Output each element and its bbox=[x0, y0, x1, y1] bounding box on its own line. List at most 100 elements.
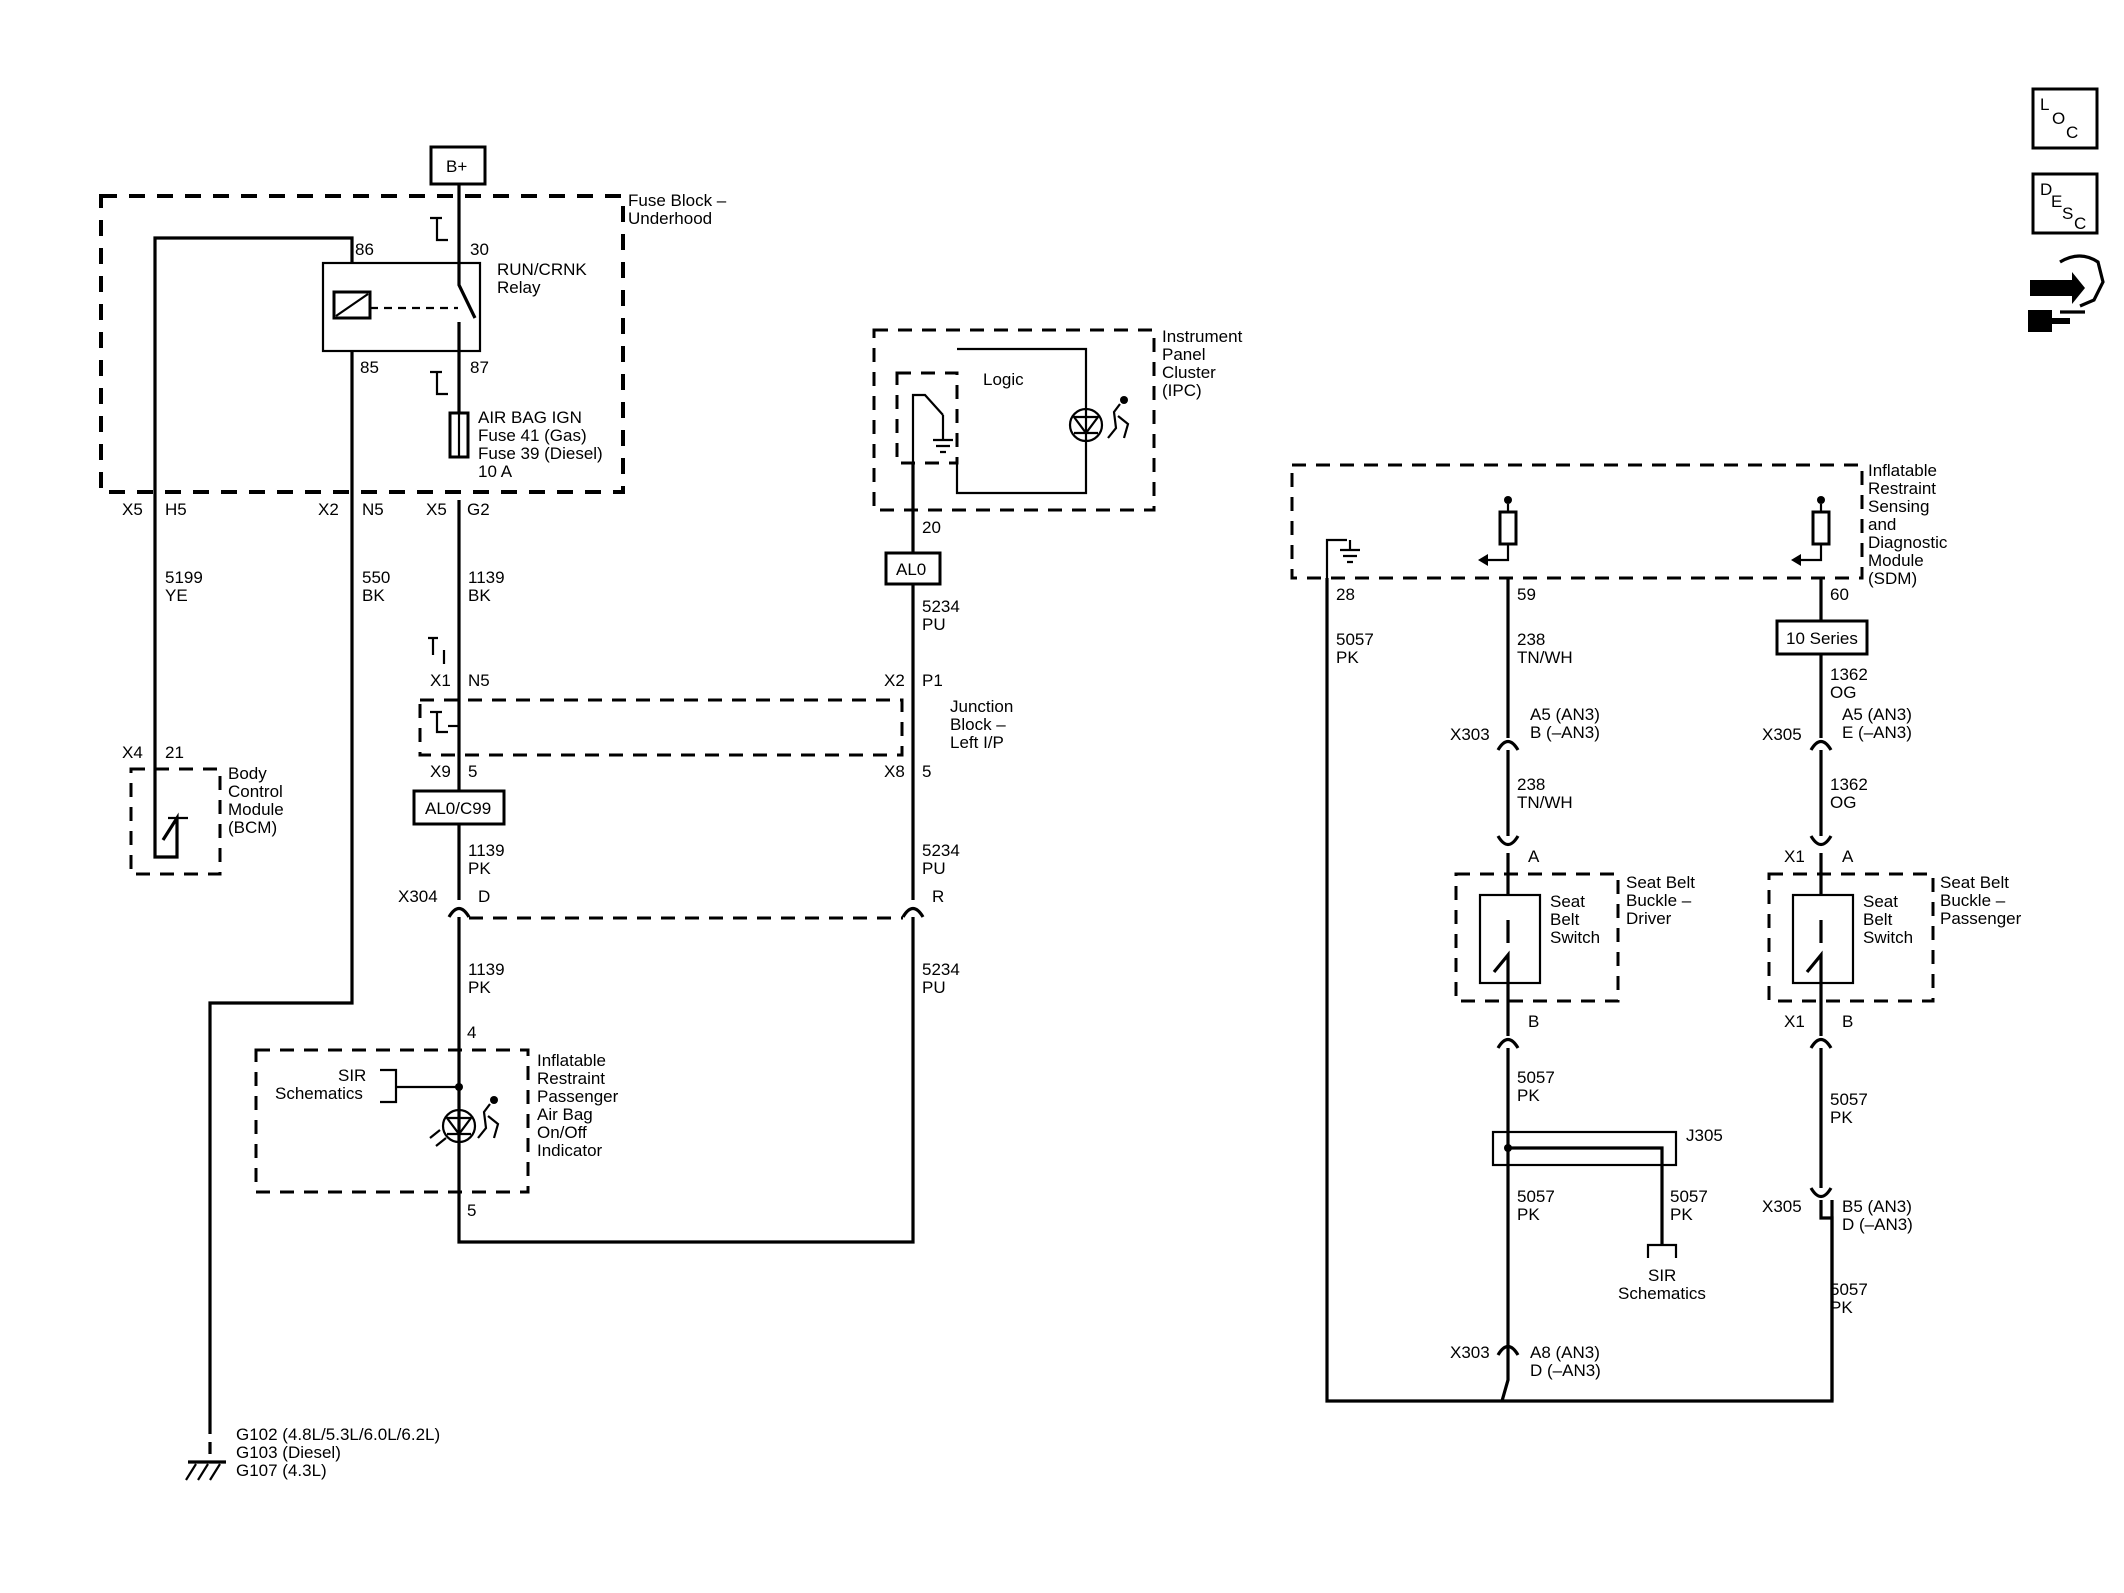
fuse-block-outline bbox=[99, 194, 625, 494]
pass-switch-box bbox=[1791, 893, 1855, 985]
loc-letter-c: C bbox=[2066, 123, 2078, 142]
fuse-rating: 10 A bbox=[478, 462, 513, 481]
wire-238-label: 238 bbox=[1517, 630, 1545, 649]
jb-pin-n5: N5 bbox=[468, 671, 490, 690]
pass-buckle-label-2: Buckle – bbox=[1940, 891, 2006, 910]
driver-buckle-pin-a: A bbox=[1528, 847, 1540, 866]
j305-sir-schematics: Schematics bbox=[1618, 1284, 1706, 1303]
pass-buckle-label: Seat Belt bbox=[1940, 873, 2009, 892]
driver-switch-label-2: Belt bbox=[1550, 910, 1580, 929]
seatbelt-icon bbox=[477, 1103, 500, 1139]
wire-5057-pass-lower-label: 5057 bbox=[1830, 1280, 1868, 1299]
ground-g102: G102 (4.8L/5.3L/6.0L/6.2L) bbox=[236, 1425, 440, 1444]
jb-pin-5-right: 5 bbox=[922, 762, 931, 781]
jb-label: Junction bbox=[950, 697, 1013, 716]
wire-238-lower-label: 238 bbox=[1517, 775, 1545, 794]
option-al0-c99: AL0/C99 bbox=[425, 799, 491, 818]
ipc-outline bbox=[872, 328, 1156, 512]
ipc-label-3: Cluster bbox=[1162, 363, 1216, 382]
ipc-logic-box bbox=[955, 347, 1088, 495]
wire-1362-color: OG bbox=[1830, 683, 1856, 702]
option-10-series: 10 Series bbox=[1786, 629, 1858, 648]
description-icon[interactable]: D E S C bbox=[2031, 172, 2099, 235]
ground-g107: G107 (4.3L) bbox=[236, 1461, 327, 1480]
x304-pin-r: R bbox=[932, 887, 944, 906]
wire-5234-lower-label: 5234 bbox=[922, 960, 960, 979]
relay-pin-87: 87 bbox=[470, 358, 489, 377]
x305-upper-pin-a5: A5 (AN3) bbox=[1842, 705, 1912, 724]
jb-conn-x9: X9 bbox=[430, 762, 451, 781]
desc-letter-s: S bbox=[2062, 204, 2073, 223]
wire-1139-lower-label: 1139 bbox=[468, 960, 505, 979]
conn-x5-left: X5 bbox=[122, 500, 143, 519]
driver-buckle-label-3: Driver bbox=[1626, 909, 1672, 928]
jb-pin-5-left: 5 bbox=[468, 762, 477, 781]
indicator-label-3: Passenger bbox=[537, 1087, 619, 1106]
wire-5234-color: PU bbox=[922, 615, 946, 634]
bcm-conn-x4: X4 bbox=[122, 743, 143, 762]
wire-5057-pass-label: 5057 bbox=[1830, 1090, 1868, 1109]
fuse-name: AIR BAG IGN bbox=[478, 408, 582, 427]
wire-5057-sir-color: PK bbox=[1670, 1205, 1693, 1224]
relay-label: RUN/CRNK bbox=[497, 260, 587, 279]
indicator-label-6: Indicator bbox=[537, 1141, 603, 1160]
x303-lower-pin-d: D (–AN3) bbox=[1530, 1361, 1601, 1380]
jb-conn-x1: X1 bbox=[430, 671, 451, 690]
wire-5057-return bbox=[1325, 578, 1834, 1403]
conn-x303-lower: X303 bbox=[1450, 1343, 1490, 1362]
jb-pin-p1: P1 bbox=[922, 671, 943, 690]
driver-buckle-label: Seat Belt bbox=[1626, 873, 1695, 892]
wire-5057-sdm-label: 5057 bbox=[1336, 630, 1374, 649]
jb-conn-x2: X2 bbox=[884, 671, 905, 690]
ipc-label-4: (IPC) bbox=[1162, 381, 1202, 400]
relay-box bbox=[321, 261, 482, 353]
option-al0: AL0 bbox=[896, 560, 926, 579]
wire-5057-sdm-color: PK bbox=[1336, 648, 1359, 667]
option-al0-box bbox=[884, 551, 942, 586]
pass-switch-label: Seat bbox=[1863, 892, 1898, 911]
jb-label-2: Block – bbox=[950, 715, 1006, 734]
driver-switch-box bbox=[1478, 893, 1542, 985]
led-icon bbox=[441, 1108, 477, 1144]
indicator-sir: SIR bbox=[338, 1066, 366, 1085]
wire-5234-label: 5234 bbox=[922, 597, 960, 616]
pass-buckle-label-3: Passenger bbox=[1940, 909, 2022, 928]
sdm-ground-icon bbox=[1340, 548, 1360, 564]
x303-lower-pin-a8: A8 (AN3) bbox=[1530, 1343, 1600, 1362]
ipc-pin-20: 20 bbox=[922, 518, 941, 537]
bcm-switch-icon bbox=[153, 770, 179, 859]
pass-buckle-pin-a: A bbox=[1842, 847, 1854, 866]
x303-upper-pin-b: B (–AN3) bbox=[1530, 723, 1600, 742]
desc-letter-e: E bbox=[2051, 192, 2062, 211]
sdm-label-6: Module bbox=[1868, 551, 1924, 570]
loc-letter-l: L bbox=[2040, 95, 2049, 114]
conn-x2: X2 bbox=[318, 500, 339, 519]
indicator-label-4: Air Bag bbox=[537, 1105, 593, 1124]
location-icon[interactable]: L O C bbox=[2031, 87, 2099, 150]
bcm-label: Body bbox=[228, 764, 267, 783]
jb-conn-x8: X8 bbox=[884, 762, 905, 781]
wire-5199-color: YE bbox=[165, 586, 188, 605]
j305-sir: SIR bbox=[1648, 1266, 1676, 1285]
x305-upper-pin-e: E (–AN3) bbox=[1842, 723, 1912, 742]
x303-upper-pin-a5: A5 (AN3) bbox=[1530, 705, 1600, 724]
wire-5234-lower-color: PU bbox=[922, 978, 946, 997]
fuse-block-label-2: Underhood bbox=[628, 209, 712, 228]
relay-pin-30: 30 bbox=[470, 240, 489, 259]
pass-buckle-outline bbox=[1767, 872, 1935, 1003]
wire-238-lower-color: TN/WH bbox=[1517, 793, 1573, 812]
sdm-pin-59: 59 bbox=[1517, 585, 1536, 604]
pass-switch-label-2: Belt bbox=[1863, 910, 1893, 929]
sdm-pin-28: 28 bbox=[1336, 585, 1355, 604]
navigation-icon[interactable] bbox=[2028, 254, 2105, 332]
pin-g2: G2 bbox=[467, 500, 490, 519]
indicator-label-2: Restraint bbox=[537, 1069, 605, 1088]
power-source-label: B+ bbox=[446, 157, 467, 176]
wire-5057-pass-color: PK bbox=[1830, 1108, 1853, 1127]
sdm-label-2: Restraint bbox=[1868, 479, 1936, 498]
wire-1139-label: 1139 bbox=[468, 568, 505, 587]
wire-1362-lower-color: OG bbox=[1830, 793, 1856, 812]
bcm-pin-21: 21 bbox=[165, 743, 184, 762]
j305-splice-box bbox=[1491, 1130, 1678, 1167]
